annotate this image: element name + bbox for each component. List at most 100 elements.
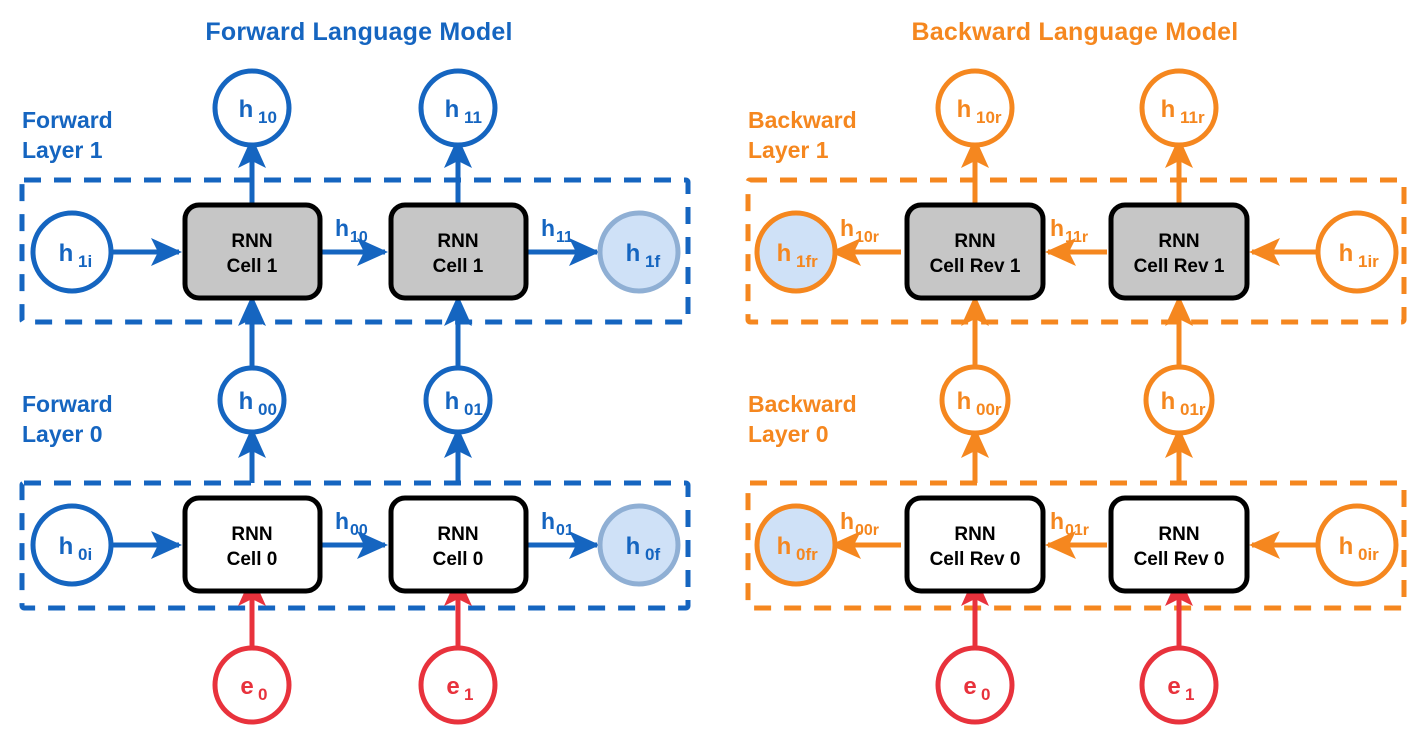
fwd-node-h1f-base: h	[626, 240, 641, 267]
fwd-node-h10-sub: 10	[258, 108, 277, 127]
fwd-rnn-cell-layer0-t0-line2: Cell 0	[227, 549, 278, 570]
forward-language-model-panel: Forward Language Model Forward Layer 1 F…	[19, 18, 691, 725]
bwd-node-h1ir-sub: 1ir	[1358, 252, 1379, 271]
forward-layer-0-label-line1: Forward	[22, 391, 113, 417]
bwd-node-h11r: h 11r	[1139, 68, 1219, 148]
fwd-node-h11: h 11	[418, 68, 498, 148]
bwd-node-h0fr-sub: 0fr	[796, 545, 818, 564]
bwd-rnn-cell-layer1-t0: RNN Cell Rev 1	[904, 202, 1046, 301]
fwd-rnn-cell-layer0-t1: RNN Cell 0	[388, 495, 529, 594]
fwd-node-h01-base: h	[445, 388, 460, 415]
bwd-edge-label-h00r-sub: 00r	[855, 522, 879, 539]
fwd-rnn-cell-layer1-t0: RNN Cell 1	[182, 202, 323, 301]
bwd-node-h11r-base: h	[1161, 96, 1176, 123]
fwd-rnn-cell-layer1-t0-line1: RNN	[231, 231, 272, 252]
fwd-node-h0i-base: h	[59, 533, 74, 560]
backward-language-model-panel: Backward Language Model Backward Layer 1…	[745, 18, 1407, 725]
fwd-rnn-cell-layer0-t0-line1: RNN	[231, 524, 272, 545]
forward-layer-0-label-line2: Layer 0	[22, 421, 103, 447]
fwd-edge-label-h10: h 10	[335, 215, 368, 246]
fwd-node-h01-sub: 01	[464, 400, 483, 419]
backward-model-title: Backward Language Model	[912, 18, 1239, 46]
bwd-rnn-cell-layer1-t1-line2: Cell Rev 1	[1134, 256, 1225, 277]
fwd-node-h0i-sub: 0i	[78, 545, 92, 564]
fwd-edge-label-h00: h 00	[335, 508, 368, 539]
bwd-node-h01r: h 01r	[1143, 364, 1215, 436]
bwd-node-h0ir-sub: 0ir	[1358, 545, 1379, 564]
bwd-node-h1ir: h 1ir	[1315, 210, 1399, 294]
fwd-node-h10: h 10	[212, 68, 292, 148]
bwd-edge-label-h01r-sub: 01r	[1065, 522, 1089, 539]
bwd-rnn-cell-layer1-t0-line2: Cell Rev 1	[930, 256, 1021, 277]
fwd-node-h00-sub: 00	[258, 400, 277, 419]
bwd-edge-label-h00r: h 00r	[840, 508, 879, 539]
fwd-node-h00-base: h	[239, 388, 254, 415]
fwd-node-h11-sub: 11	[464, 108, 482, 127]
backward-layer-0-label-line1: Backward	[748, 391, 857, 417]
fwd-node-h0f: h 0f	[597, 503, 681, 587]
bwd-node-h0ir-base: h	[1339, 533, 1354, 560]
fwd-edge-label-h11-base: h	[541, 215, 555, 241]
bwd-node-h00r-sub: 00r	[976, 400, 1002, 419]
bwd-rnn-cell-layer0-t0: RNN Cell Rev 0	[904, 495, 1046, 594]
fwd-node-h10-base: h	[239, 96, 254, 123]
bwd-node-h1fr-sub: 1fr	[796, 252, 818, 271]
fwd-edge-label-h11-sub: 11	[556, 229, 573, 246]
fwd-node-e1-sub: 1	[464, 685, 473, 704]
fwd-edge-label-h10-base: h	[335, 215, 349, 241]
fwd-node-h01: h 01	[423, 365, 493, 435]
bwd-node-e0: e 0	[935, 645, 1015, 725]
bwd-node-h01r-base: h	[1161, 388, 1176, 415]
bwd-node-h0ir: h 0ir	[1315, 503, 1399, 587]
bwd-edge-label-h11r-base: h	[1050, 215, 1064, 241]
bwd-rnn-cell-layer0-t1-line1: RNN	[1158, 524, 1199, 545]
forward-layer-1-label-line2: Layer 1	[22, 137, 103, 163]
fwd-rnn-cell-layer0-t0: RNN Cell 0	[182, 495, 323, 594]
fwd-rnn-cell-layer0-t1-line2: Cell 0	[433, 549, 484, 570]
bwd-node-h10r: h 10r	[935, 68, 1015, 148]
bwd-node-h10r-base: h	[957, 96, 972, 123]
bwd-rnn-cell-layer0-t1: RNN Cell Rev 0	[1108, 495, 1250, 594]
bwd-node-h00r-base: h	[957, 388, 972, 415]
fwd-node-h00: h 00	[217, 365, 287, 435]
fwd-node-h11-base: h	[445, 96, 460, 123]
fwd-node-h0f-base: h	[626, 533, 641, 560]
backward-layer-1-label-line2: Layer 1	[748, 137, 829, 163]
bwd-edge-label-h10r-sub: 10r	[855, 229, 879, 246]
fwd-node-h1i: h 1i	[30, 210, 114, 294]
bwd-node-h01r-sub: 01r	[1180, 400, 1206, 419]
forward-layer-1-box	[19, 177, 691, 325]
backward-layer-1-box	[745, 177, 1407, 325]
fwd-rnn-cell-layer1-t1-line1: RNN	[437, 231, 478, 252]
fwd-node-e1: e 1	[418, 645, 498, 725]
fwd-edge-label-h11: h 11	[541, 215, 573, 246]
fwd-edge-label-h01-base: h	[541, 508, 555, 534]
bwd-edge-label-h01r: h 01r	[1050, 508, 1089, 539]
fwd-edge-label-h00-base: h	[335, 508, 349, 534]
fwd-node-h0i: h 0i	[30, 503, 114, 587]
bwd-rnn-cell-layer0-t1-line2: Cell Rev 0	[1134, 549, 1225, 570]
bwd-node-h1ir-base: h	[1339, 240, 1354, 267]
fwd-node-e0-sub: 0	[258, 685, 267, 704]
fwd-node-e0: e 0	[212, 645, 292, 725]
fwd-node-e0-base: e	[240, 673, 253, 700]
bwd-node-h0fr: h 0fr	[754, 503, 838, 587]
bwd-edge-label-h11r: h 11r	[1050, 215, 1088, 246]
fwd-node-e1-base: e	[446, 673, 459, 700]
bwd-node-h10r-sub: 10r	[976, 108, 1002, 127]
fwd-node-h1i-base: h	[59, 240, 74, 267]
bwd-node-h11r-sub: 11r	[1180, 108, 1205, 127]
backward-layer-1-label-line1: Backward	[748, 107, 857, 133]
bwd-rnn-cell-layer1-t1: RNN Cell Rev 1	[1108, 202, 1250, 301]
fwd-rnn-cell-layer1-t0-line2: Cell 1	[227, 256, 278, 277]
bwd-node-e1-base: e	[1167, 673, 1180, 700]
fwd-edge-label-h01-sub: 01	[556, 522, 574, 539]
fwd-edge-label-h00-sub: 00	[350, 522, 368, 539]
fwd-rnn-cell-layer0-t1-line1: RNN	[437, 524, 478, 545]
bwd-edge-label-h10r-base: h	[840, 215, 854, 241]
bwd-node-e0-base: e	[963, 673, 976, 700]
forward-layer-1-label-line1: Forward	[22, 107, 113, 133]
forward-layer-0-box	[19, 480, 691, 611]
